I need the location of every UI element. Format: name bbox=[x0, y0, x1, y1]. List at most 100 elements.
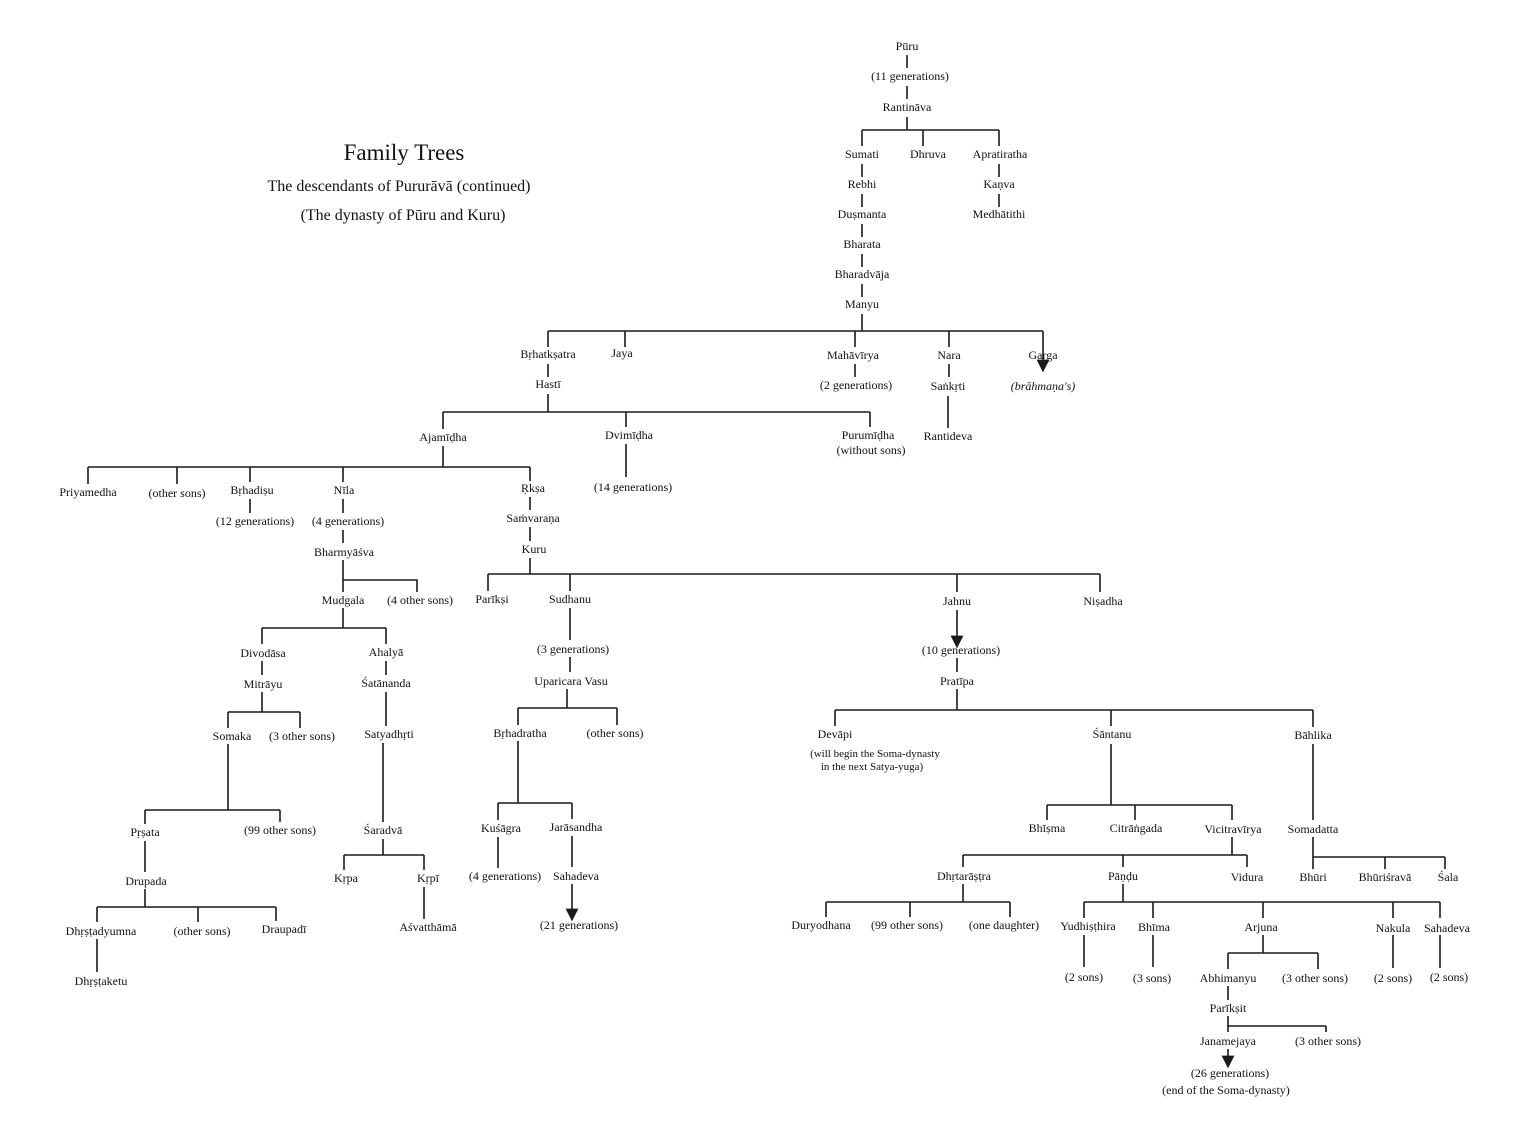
node-saradva: Śaradvā bbox=[364, 823, 403, 837]
node-pariksit: Parīkṣit bbox=[1210, 1001, 1247, 1015]
node-bharmyasva: Bharmyāśva bbox=[314, 545, 375, 559]
node-bahlika: Bāhlika bbox=[1294, 728, 1332, 742]
node-kanva: Kaṇva bbox=[983, 177, 1015, 191]
node-manyu: Manyu bbox=[845, 297, 879, 311]
node-2-sons-sahadeva: (2 sons) bbox=[1430, 970, 1468, 984]
node-bhisma: Bhīṣma bbox=[1029, 821, 1066, 835]
node-jahnu: Jahnu bbox=[943, 594, 971, 608]
node-nara: Nara bbox=[937, 348, 961, 362]
node-4-generations-kusagra: (4 generations) bbox=[469, 869, 541, 883]
node-brhadratha: Bṛhadratha bbox=[493, 726, 547, 740]
diagram-subtitle-1: The descendants of Pururāvā (continued) bbox=[267, 178, 530, 195]
node-uparicara-vasu: Uparicara Vasu bbox=[534, 674, 607, 688]
node-yudhisthira: Yudhiṣṭhira bbox=[1060, 919, 1116, 933]
node-hasti: Hastī bbox=[535, 377, 561, 391]
node-dvimidha: Dvimīḍha bbox=[605, 428, 654, 442]
node-purumidha: Purumīḍha bbox=[842, 428, 895, 442]
node-3-other-sons-arjuna: (3 other sons) bbox=[1282, 971, 1348, 985]
node-mitrayu: Mitrāyu bbox=[244, 677, 283, 691]
node-12-generations: (12 generations) bbox=[216, 514, 294, 528]
diagram-subtitle-2: (The dynasty of Pūru and Kuru) bbox=[301, 207, 506, 224]
node-kuru: Kuru bbox=[522, 542, 547, 556]
node-krpa: Kṛpa bbox=[334, 871, 359, 885]
node-rebhi: Rebhi bbox=[848, 177, 877, 191]
node-bhima: Bhīma bbox=[1138, 920, 1171, 934]
node-21-generations: (21 generations) bbox=[540, 918, 618, 932]
node-ahalya: Ahalyā bbox=[369, 645, 404, 659]
node-2-sons-nakula: (2 sons) bbox=[1374, 971, 1412, 985]
node-2-sons-yudhisthira: (2 sons) bbox=[1065, 970, 1103, 984]
node-end-of-soma-dynasty: (end of the Soma-dynasty) bbox=[1162, 1083, 1290, 1097]
node-2-generations: (2 generations) bbox=[820, 378, 892, 392]
node-one-daughter: (one daughter) bbox=[969, 918, 1039, 932]
node-pariksi: Parīkṣi bbox=[475, 592, 509, 606]
node-bhuri: Bhūri bbox=[1299, 870, 1327, 884]
node-3-other-sons-pariksit: (3 other sons) bbox=[1295, 1034, 1361, 1048]
node-dhrtarastra: Dhṛtarāṣṭra bbox=[937, 869, 992, 883]
node-somadatta: Somadatta bbox=[1288, 822, 1339, 836]
node-mudgala: Mudgala bbox=[322, 593, 365, 607]
node-nakula: Nakula bbox=[1376, 921, 1411, 935]
node-other-sons-drupada: (other sons) bbox=[174, 924, 231, 938]
node-somaka: Somaka bbox=[213, 729, 252, 743]
node-10-generations: (10 generations) bbox=[922, 643, 1000, 657]
node-garga: Garga bbox=[1028, 348, 1058, 362]
node-sala: Śala bbox=[1438, 870, 1459, 884]
node-bharata: Bharata bbox=[843, 237, 881, 251]
node-4-generations-nila: (4 generations) bbox=[312, 514, 384, 528]
node-duryodhana: Duryodhana bbox=[791, 918, 851, 932]
node-arjuna: Arjuna bbox=[1244, 920, 1278, 934]
node-sahadeva-pandu: Sahadeva bbox=[1424, 921, 1471, 935]
node-santanu: Śāntanu bbox=[1093, 727, 1132, 741]
node-divodasa: Divodāsa bbox=[240, 646, 286, 660]
node-3-sons-bhima: (3 sons) bbox=[1133, 971, 1171, 985]
node-abhimanyu: Abhimanyu bbox=[1200, 971, 1257, 985]
tree-labels: Pūru (11 generations) Rantināva Sumati D… bbox=[59, 39, 1470, 1097]
node-drupada: Drupada bbox=[125, 874, 167, 888]
node-pratipa: Pratīpa bbox=[940, 674, 975, 688]
node-devapi: Devāpi bbox=[818, 727, 853, 741]
node-asvatthama: Aśvatthāmā bbox=[399, 920, 457, 934]
node-4-other-sons: (4 other sons) bbox=[387, 593, 453, 607]
tree-connectors bbox=[87, 55, 1446, 1069]
node-nisadha: Niṣadha bbox=[1083, 594, 1123, 608]
node-krpi: Kṛpī bbox=[417, 871, 440, 885]
node-pandu: Pāṇḍu bbox=[1108, 869, 1138, 883]
node-sahadeva-jarasandha: Sahadeva bbox=[553, 869, 600, 883]
node-citrangada: Citrāṅgada bbox=[1110, 821, 1163, 835]
node-dhrstaketu: Dhṛṣṭaketu bbox=[75, 974, 128, 988]
node-puru: Pūru bbox=[896, 39, 919, 53]
node-other-sons-uparicara: (other sons) bbox=[587, 726, 644, 740]
node-bharadvaja: Bharadvāja bbox=[835, 267, 890, 281]
node-sumati: Sumati bbox=[845, 147, 880, 161]
node-apratiratha: Apratiratha bbox=[973, 147, 1028, 161]
node-14-generations: (14 generations) bbox=[594, 480, 672, 494]
node-rksa: Ṛkṣa bbox=[521, 481, 546, 495]
node-vidura: Vidura bbox=[1231, 870, 1264, 884]
node-samvarana: Saṁvaraṇa bbox=[506, 511, 560, 525]
diagram-title: Family Trees bbox=[344, 140, 465, 165]
node-11-generations: (11 generations) bbox=[871, 69, 949, 83]
node-priyamedha: Priyamedha bbox=[59, 485, 117, 499]
node-medhatithi: Medhātithi bbox=[973, 207, 1026, 221]
node-brhadisu: Bṛhadiṣu bbox=[230, 483, 273, 497]
node-sankrti: Saṅkṛti bbox=[931, 379, 966, 393]
node-sudhanu: Sudhanu bbox=[549, 592, 591, 606]
node-devapi-note-2: in the next Satya-yuga) bbox=[821, 761, 924, 773]
node-dhruva: Dhruva bbox=[910, 147, 947, 161]
node-prsata: Pṛṣata bbox=[130, 825, 160, 839]
node-devapi-note-1: (will begin the Soma-dynasty bbox=[810, 748, 940, 760]
node-satananda: Śatānanda bbox=[361, 676, 411, 690]
node-kusagra: Kuśāgra bbox=[481, 821, 522, 835]
node-dhrstadyumna: Dhṛṣṭadyumna bbox=[66, 924, 137, 938]
node-26-generations: (26 generations) bbox=[1191, 1066, 1269, 1080]
node-satyadhrti: Satyadhṛti bbox=[364, 727, 414, 741]
node-mahavirya: Mahāvīrya bbox=[827, 348, 880, 362]
node-dusmanta: Duṣmanta bbox=[838, 207, 887, 221]
node-3-generations: (3 generations) bbox=[537, 642, 609, 656]
node-rantideva: Rantideva bbox=[924, 429, 973, 443]
node-99-other-sons-dhrtarastra: (99 other sons) bbox=[871, 918, 943, 932]
node-without-sons: (without sons) bbox=[837, 443, 906, 457]
node-other-sons-ajamidha: (other sons) bbox=[149, 486, 206, 500]
node-draupadi: Draupadī bbox=[262, 922, 307, 936]
